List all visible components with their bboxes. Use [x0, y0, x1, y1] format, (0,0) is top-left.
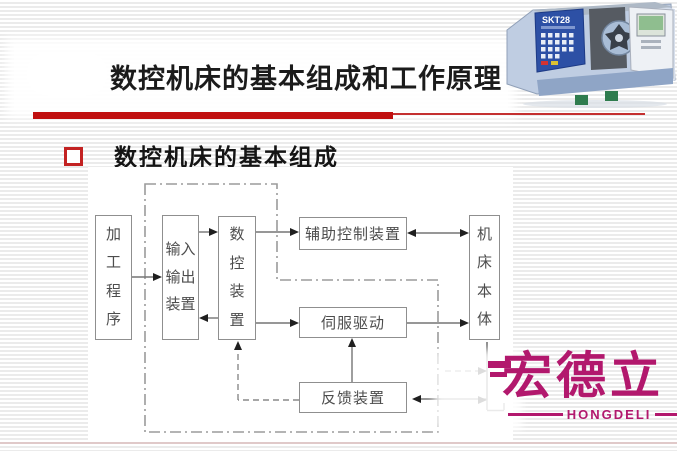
bullet-square-icon: [64, 147, 83, 166]
title-underline-thick: [33, 112, 393, 119]
watermark-logo-bar: [490, 372, 507, 377]
erased-logo-blob: [26, 52, 108, 96]
box-machining-program: 加工程序: [95, 215, 132, 340]
watermark-latin: HONGDELI: [566, 407, 652, 422]
section-heading: 数控机床的基本组成: [114, 144, 339, 170]
box-label: 输入输出装置: [165, 240, 196, 314]
watermark-name: 宏德立: [502, 348, 664, 404]
cnc-machine-image: SKT28: [506, 2, 676, 108]
bottom-divider-line: [0, 442, 677, 444]
panel-button-grid: [541, 33, 574, 59]
watermark-latin-row: HONGDELI: [508, 407, 677, 422]
watermark-logo-bar: [488, 361, 511, 368]
box-auxiliary-control-device: 辅助控制装置: [299, 217, 407, 250]
box-label: 数控装置: [229, 226, 245, 329]
box-label: 伺服驱动: [320, 315, 385, 332]
box-label: 加工程序: [105, 225, 121, 329]
box-input-output-device: 输入输出装置: [162, 215, 199, 340]
watermark-right-dash: [655, 413, 677, 416]
title-underline-thin: [393, 113, 645, 115]
box-cnc-device: 数控装置: [218, 216, 256, 340]
box-label: 反馈装置: [320, 390, 385, 407]
watermark-left-dash: [508, 413, 563, 416]
box-machine-tool-body: 机床本体: [469, 215, 500, 340]
box-servo-drive: 伺服驱动: [299, 307, 407, 338]
box-label: 辅助控制装置: [304, 226, 401, 243]
box-feedback-device: 反馈装置: [299, 382, 407, 413]
slide-title: 数控机床的基本组成和工作原理: [110, 64, 502, 94]
machine-model-label: SKT28: [542, 15, 570, 25]
box-label: 机床本体: [476, 225, 492, 329]
